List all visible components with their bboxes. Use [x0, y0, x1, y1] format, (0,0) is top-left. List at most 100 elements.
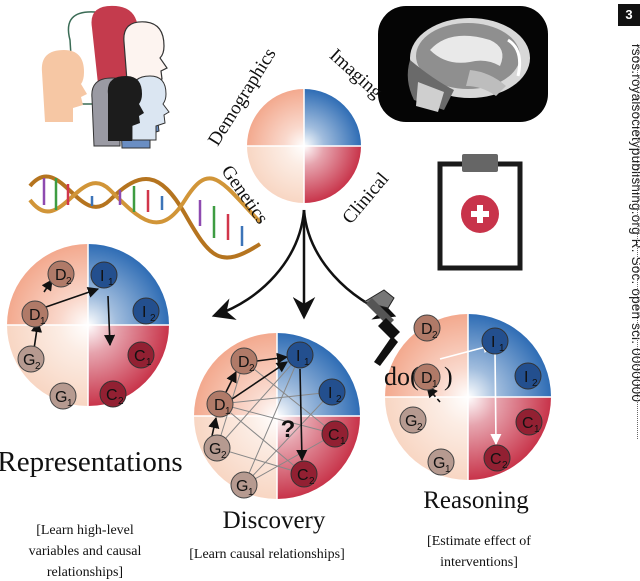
svg-text:G: G: [405, 413, 417, 430]
reasoning-wheel: [385, 314, 551, 480]
journal-line: rsos.royalsocietypublishing.org R. Soc. …: [629, 44, 640, 403]
svg-text:2: 2: [502, 460, 508, 471]
svg-text:I: I: [296, 348, 300, 365]
svg-text:C: C: [490, 451, 502, 468]
svg-text:I: I: [142, 304, 146, 321]
svg-text:D: D: [238, 354, 250, 371]
do-operator-close: ): [444, 362, 453, 391]
reasoning-title: Reasoning: [423, 487, 529, 514]
clipboard-medical-icon: [437, 154, 523, 271]
split-arrows: [211, 209, 397, 320]
reasoning-caption-line-1: [Estimate effect of: [427, 534, 531, 549]
svg-text:2: 2: [66, 276, 72, 287]
svg-text:I: I: [491, 334, 495, 351]
svg-text:2: 2: [417, 422, 423, 433]
svg-text:1: 1: [146, 357, 152, 368]
page-number: 3: [618, 4, 640, 26]
svg-text:1: 1: [499, 343, 505, 354]
do-operator-label: do(: [384, 362, 419, 391]
discovery-question-mark: ?: [281, 416, 296, 443]
representations-caption-line-3: relationships]: [47, 565, 123, 580]
svg-text:2: 2: [532, 378, 538, 389]
svg-text:G: G: [55, 389, 67, 406]
dna-icon: [28, 174, 262, 260]
svg-text:D: D: [29, 307, 41, 324]
discovery-caption-line-1: [Learn causal relationships]: [189, 547, 345, 562]
svg-text:I: I: [524, 369, 528, 386]
brain-mri-icon: [378, 6, 548, 122]
svg-text:I: I: [328, 385, 332, 402]
representations-caption-line-1: [Learn high-level: [36, 523, 134, 538]
svg-text:1: 1: [304, 357, 310, 368]
svg-text:2: 2: [221, 450, 227, 461]
svg-text:2: 2: [309, 476, 315, 487]
svg-text:1: 1: [445, 464, 451, 475]
reasoning-caption-line-2: interventions]: [440, 555, 518, 570]
svg-text:C: C: [134, 348, 146, 365]
svg-text:D: D: [421, 321, 433, 338]
svg-text:1: 1: [534, 424, 540, 435]
svg-text:G: G: [236, 478, 248, 495]
discovery-edges: [208, 352, 308, 462]
svg-text:C: C: [522, 415, 534, 432]
svg-text:2: 2: [249, 363, 255, 374]
human-heads-icon: [41, 5, 170, 149]
svg-text:D: D: [55, 267, 67, 284]
svg-text:G: G: [209, 441, 221, 458]
svg-text:1: 1: [40, 316, 46, 327]
hammer-icon: [362, 289, 400, 366]
svg-text:2: 2: [432, 330, 438, 341]
svg-text:2: 2: [35, 361, 41, 372]
svg-text:1: 1: [225, 406, 231, 417]
representations-caption-line-2: variables and causal: [29, 544, 142, 559]
svg-text:2: 2: [150, 313, 156, 324]
svg-text:G: G: [23, 352, 35, 369]
representations-title: Representations: [0, 446, 183, 478]
svg-text:1: 1: [432, 379, 438, 390]
center-wheel: [247, 89, 361, 203]
svg-text:C: C: [328, 427, 340, 444]
svg-text:1: 1: [340, 436, 346, 447]
svg-text:1: 1: [248, 487, 254, 498]
svg-text:D: D: [421, 370, 433, 387]
label-imaging: Imaging: [325, 45, 386, 103]
svg-text:2: 2: [336, 394, 342, 405]
svg-text:1: 1: [67, 398, 73, 409]
svg-text:1: 1: [108, 277, 114, 288]
svg-text:I: I: [100, 268, 104, 285]
journal-dotted-rule: [637, 44, 638, 439]
svg-text:C: C: [106, 387, 118, 404]
svg-text:G: G: [433, 455, 445, 472]
svg-text:D: D: [214, 397, 226, 414]
svg-text:C: C: [297, 467, 309, 484]
svg-text:2: 2: [118, 396, 124, 407]
